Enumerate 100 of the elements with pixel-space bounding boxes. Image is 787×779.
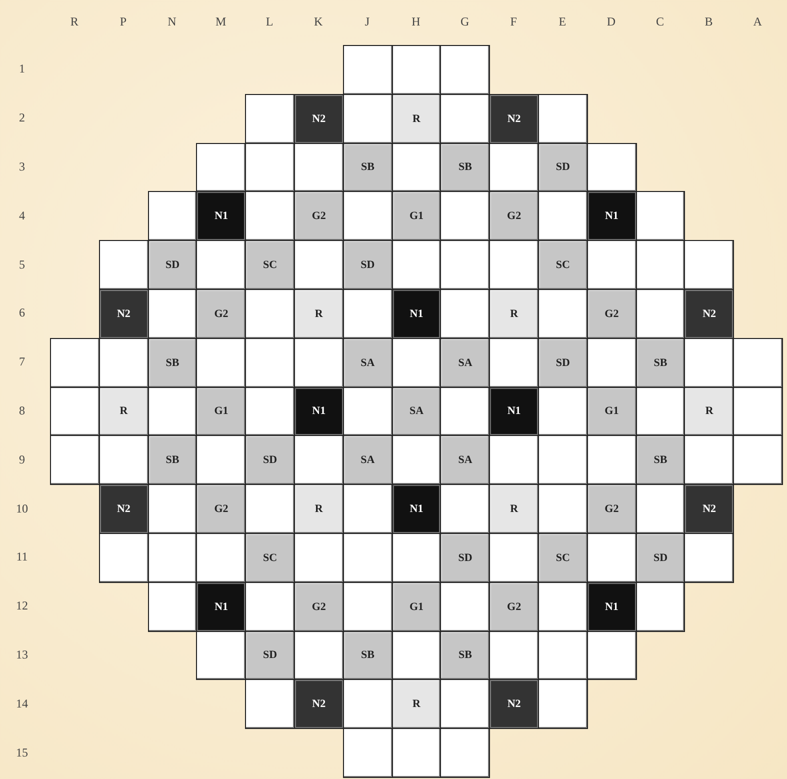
assembly-type-label: G2 — [312, 210, 326, 222]
core-assembly-cell — [50, 338, 100, 388]
core-assembly-cell — [245, 582, 295, 632]
core-assembly-cell — [245, 94, 295, 144]
core-assembly-cell — [196, 289, 246, 339]
assembly-type-label: G2 — [214, 308, 228, 320]
core-assembly-cell — [489, 142, 539, 192]
core-assembly-cell — [440, 630, 490, 680]
assembly-type-label: G2 — [507, 210, 522, 222]
core-assembly-cell — [245, 435, 295, 486]
core-assembly-cell — [586, 240, 637, 290]
core-assembly-cell — [392, 728, 442, 778]
core-assembly-cell — [196, 582, 246, 632]
core-assembly-cell — [636, 582, 686, 632]
row-label: 3 — [19, 160, 25, 174]
core-assembly-cell — [586, 142, 637, 192]
assembly-type-label: G2 — [507, 600, 522, 613]
core-assembly-cell — [342, 484, 393, 534]
core-assembly-cell — [440, 45, 490, 95]
core-assembly-cell — [196, 191, 246, 242]
assembly-type-label: N1 — [604, 210, 618, 222]
assembly-type-label: SC — [556, 259, 570, 272]
assembly-type-label: SA — [458, 454, 472, 466]
assembly-type-label: R — [705, 405, 714, 418]
core-assembly-cell — [148, 484, 198, 534]
core-assembly-cell — [636, 533, 686, 583]
core-assembly-cell — [636, 289, 686, 339]
core-assembly-cell — [489, 191, 539, 242]
assembly-type-label: SB — [458, 649, 472, 662]
core-assembly-cell — [148, 191, 198, 242]
core-assembly-cell — [684, 289, 734, 339]
core-assembly-cell — [538, 679, 588, 730]
core-assembly-cell — [245, 338, 295, 388]
column-label: D — [606, 14, 616, 30]
row-label: 11 — [16, 550, 28, 565]
core-assembly-cell — [733, 386, 783, 436]
assembly-type-label: G1 — [409, 210, 424, 222]
core-assembly-cell — [440, 728, 490, 778]
column-label: R — [70, 14, 78, 30]
core-assembly-cell — [342, 191, 393, 242]
core-assembly-cell — [684, 435, 734, 486]
core-assembly-cell — [489, 338, 539, 388]
core-assembly-cell — [392, 289, 442, 339]
assembly-type-label: R — [120, 405, 128, 418]
assembly-type-label: SD — [360, 259, 375, 272]
column-label: A — [753, 14, 762, 30]
row-label: 13 — [16, 648, 28, 662]
core-assembly-cell — [245, 289, 295, 339]
core-assembly-cell — [294, 679, 344, 730]
core-assembly-cell — [98, 533, 149, 583]
core-assembly-cell — [684, 338, 734, 388]
core-assembly-cell — [538, 630, 588, 680]
core-assembly-cell — [148, 435, 198, 486]
core-assembly-cell — [245, 240, 295, 290]
assembly-type-label: SD — [653, 552, 668, 564]
core-assembly-cell — [342, 435, 393, 486]
core-assembly-cell — [538, 289, 588, 339]
core-assembly-cell — [342, 533, 393, 583]
core-assembly-cell — [489, 289, 539, 339]
core-assembly-cell — [294, 191, 344, 242]
core-assembly-cell — [733, 338, 783, 388]
core-assembly-cell — [586, 386, 637, 436]
core-assembly-cell — [245, 533, 295, 583]
assembly-type-label: N1 — [507, 405, 521, 418]
assembly-type-label: N1 — [214, 600, 228, 613]
core-assembly-cell — [245, 679, 295, 730]
core-assembly-cell — [245, 142, 295, 192]
core-assembly-cell — [586, 630, 637, 680]
core-assembly-cell — [538, 240, 588, 290]
assembly-type-label: N1 — [410, 503, 424, 516]
core-assembly-cell — [538, 94, 588, 144]
core-assembly-cell — [440, 435, 490, 486]
core-assembly-cell — [440, 142, 490, 192]
assembly-type-label: G1 — [604, 405, 619, 418]
assembly-type-label: G2 — [604, 503, 619, 516]
assembly-type-label: SB — [166, 454, 180, 466]
core-assembly-cell — [98, 289, 149, 339]
column-label: H — [412, 14, 420, 30]
core-assembly-cell — [538, 338, 588, 388]
core-assembly-cell — [98, 240, 149, 290]
core-assembly-cell — [440, 338, 490, 388]
assembly-type-label: SA — [409, 405, 424, 418]
core-assembly-cell — [294, 142, 344, 192]
assembly-type-label: G2 — [604, 308, 619, 320]
core-assembly-cell — [50, 386, 100, 436]
column-label: B — [704, 14, 713, 30]
assembly-type-label: G2 — [214, 503, 228, 516]
assembly-type-label: SC — [556, 552, 570, 564]
assembly-type-label: SD — [458, 552, 472, 564]
assembly-type-label: N1 — [312, 405, 326, 418]
core-assembly-cell — [245, 630, 295, 680]
core-assembly-cell — [342, 630, 393, 680]
core-assembly-cell — [586, 191, 637, 242]
core-assembly-cell — [294, 533, 344, 583]
assembly-type-label: N2 — [507, 112, 521, 125]
row-label: 12 — [16, 598, 28, 614]
assembly-type-label: SB — [360, 649, 374, 662]
assembly-type-label: G2 — [312, 600, 326, 613]
core-assembly-cell — [489, 630, 539, 680]
core-assembly-cell — [392, 142, 442, 192]
